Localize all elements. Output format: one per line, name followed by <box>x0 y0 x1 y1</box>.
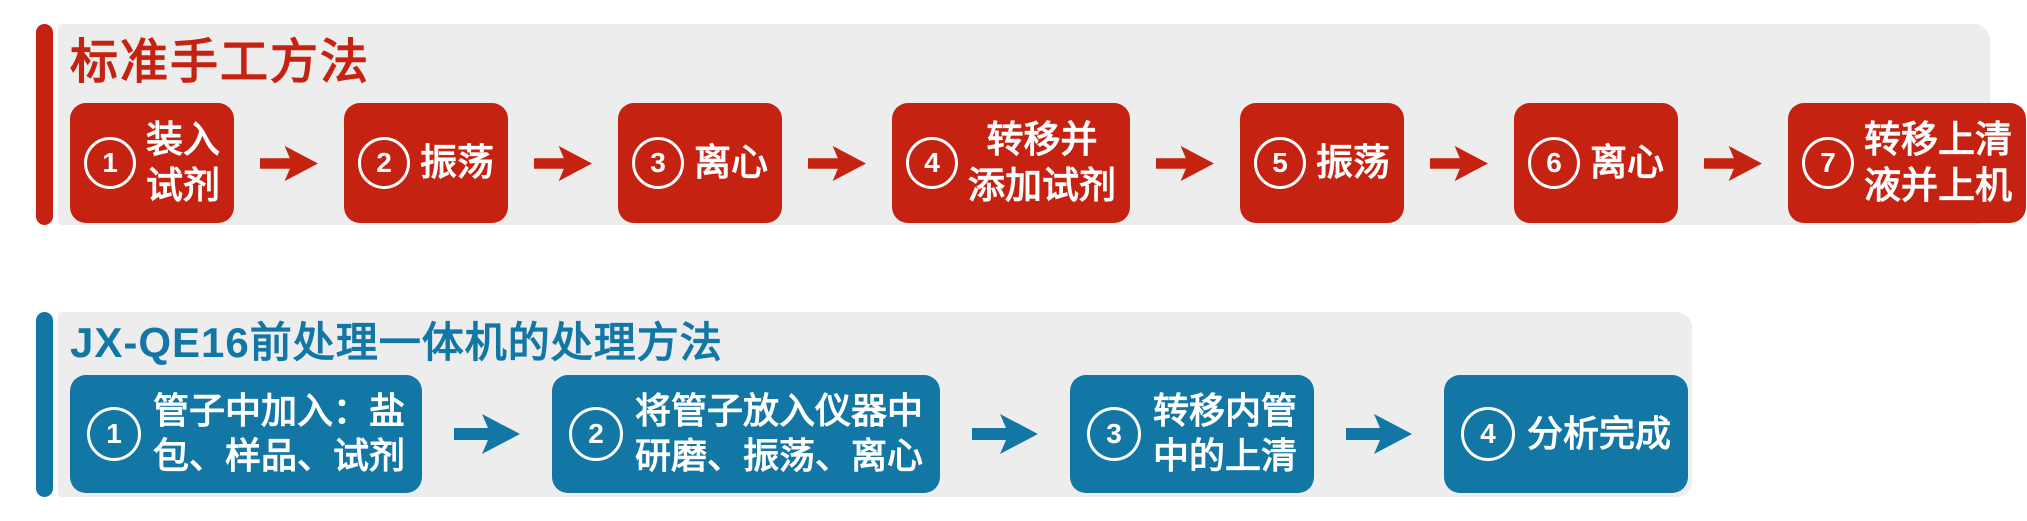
arrow-right-icon <box>260 145 318 181</box>
machine-step-4-box: 4 分析完成 <box>1444 375 1689 493</box>
manual-step-6-box: 6 离心 <box>1514 103 1678 223</box>
step-label-line: 添加试剂 <box>968 165 1116 206</box>
arrow-right-icon <box>1430 145 1488 181</box>
step-label-line: 转移内管 <box>1153 390 1298 432</box>
section-accent-bar <box>36 24 53 225</box>
step-label-line: 研磨、振荡、离心 <box>635 435 924 476</box>
step-label-line: 液并上机 <box>1864 165 2012 206</box>
step-label: 离心 <box>1590 140 1664 186</box>
arrow-right-icon <box>808 145 866 181</box>
arrow-right-icon <box>972 414 1039 454</box>
manual-steps-row: 1 装入 试剂 2 振荡 3 <box>70 103 2026 223</box>
step-label: 振荡 <box>1316 140 1390 186</box>
step-label-line: 振荡 <box>420 142 494 184</box>
step-number-circle: 4 <box>1461 407 1516 461</box>
step-label: 将管子放入仪器中 研磨、振荡、离心 <box>635 389 923 478</box>
manual-section-title: 标准手工方法 <box>70 36 371 89</box>
step-label-line: 将管子放入仪器中 <box>635 390 924 432</box>
step-number-circle: 1 <box>87 407 141 461</box>
manual-step-5-box: 5 振荡 <box>1240 103 1404 223</box>
step-number-circle: 3 <box>1087 407 1142 461</box>
step-number-circle: 2 <box>569 407 624 461</box>
manual-panel-inner: 标准手工方法 1 装入 试剂 2 振荡 <box>58 24 2026 223</box>
section-accent-bar <box>36 312 53 497</box>
arrow-right-icon <box>1704 145 1762 181</box>
manual-step-2-box: 2 振荡 <box>344 103 508 223</box>
arrow-right-icon <box>1346 414 1413 454</box>
step-number-circle: 4 <box>906 137 958 189</box>
step-label-line: 管子中加入：盐 <box>153 390 406 432</box>
machine-method-section: JX-QE16前处理一体机的处理方法 1 管子中加入：盐 包、样品、试剂 2 将… <box>36 312 1696 497</box>
machine-step-1-box: 1 管子中加入：盐 包、样品、试剂 <box>70 375 423 493</box>
step-number-circle: 6 <box>1528 137 1580 189</box>
step-label-line: 转移并 <box>986 119 1098 161</box>
step-label-line: 装入 <box>146 119 220 161</box>
arrow-right-icon <box>534 145 592 181</box>
step-label: 分析完成 <box>1527 412 1671 457</box>
machine-method-panel: JX-QE16前处理一体机的处理方法 1 管子中加入：盐 包、样品、试剂 2 将… <box>58 312 1692 497</box>
manual-step-7-box: 7 转移上清 液并上机 <box>1788 103 2026 223</box>
step-label-line: 转移上清 <box>1864 119 2012 161</box>
machine-step-3-box: 3 转移内管 中的上清 <box>1070 375 1315 493</box>
step-label: 转移上清 液并上机 <box>1864 117 2012 209</box>
step-number-circle: 5 <box>1254 137 1306 189</box>
step-label: 振荡 <box>420 140 494 186</box>
manual-method-panel: 标准手工方法 1 装入 试剂 2 振荡 <box>58 24 2026 225</box>
step-label-line: 离心 <box>1590 142 1664 184</box>
manual-method-section: 标准手工方法 1 装入 试剂 2 振荡 <box>36 24 2026 225</box>
step-number-circle: 3 <box>632 137 684 189</box>
manual-step-3-box: 3 离心 <box>618 103 782 223</box>
step-label-line: 分析完成 <box>1527 412 1672 454</box>
machine-step-2-box: 2 将管子放入仪器中 研磨、振荡、离心 <box>552 375 941 493</box>
step-label: 管子中加入：盐 包、样品、试剂 <box>153 389 405 478</box>
machine-section-title: JX-QE16前处理一体机的处理方法 <box>70 319 723 366</box>
step-label-line: 离心 <box>694 142 768 184</box>
step-label: 转移并 添加试剂 <box>968 117 1116 209</box>
step-label: 离心 <box>694 140 768 186</box>
arrow-right-icon <box>454 414 521 454</box>
machine-panel-inner: JX-QE16前处理一体机的处理方法 1 管子中加入：盐 包、样品、试剂 2 将… <box>58 312 1692 493</box>
step-label-line: 包、样品、试剂 <box>153 435 406 476</box>
step-label-line: 试剂 <box>146 165 220 206</box>
manual-step-1-box: 1 装入 试剂 <box>70 103 234 223</box>
step-label: 转移内管 中的上清 <box>1153 389 1297 478</box>
step-number-circle: 1 <box>84 137 136 189</box>
step-label: 装入 试剂 <box>146 117 220 209</box>
step-label-line: 中的上清 <box>1153 435 1298 476</box>
arrow-right-icon <box>1156 145 1214 181</box>
step-number-circle: 7 <box>1802 137 1854 189</box>
step-label-line: 振荡 <box>1316 142 1390 184</box>
machine-steps-row: 1 管子中加入：盐 包、样品、试剂 2 将管子放入仪器中 研磨、振荡、离心 <box>70 375 1692 493</box>
step-number-circle: 2 <box>358 137 410 189</box>
manual-step-4-box: 4 转移并 添加试剂 <box>892 103 1130 223</box>
